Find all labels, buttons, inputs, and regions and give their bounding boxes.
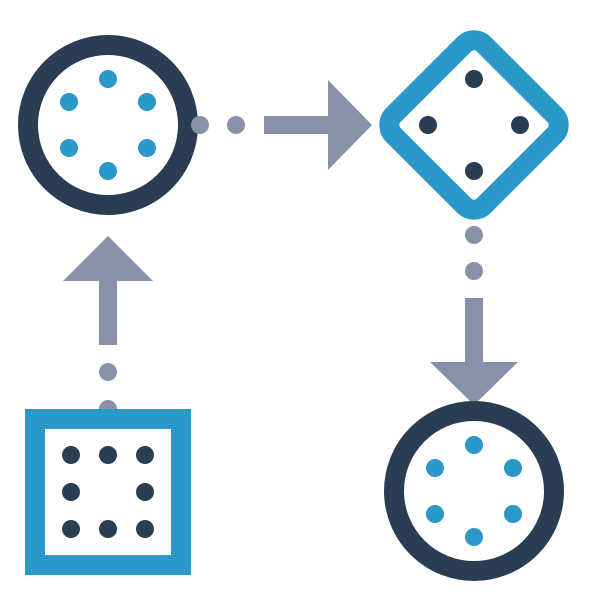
top-left-circle-outline bbox=[18, 35, 198, 215]
bottom-left-square-outline bbox=[25, 409, 191, 575]
connector-dot bbox=[465, 262, 483, 280]
dot bbox=[99, 70, 117, 88]
dot bbox=[136, 520, 154, 538]
bottom-right-circle-dots bbox=[426, 436, 522, 546]
connector-dot bbox=[465, 226, 483, 244]
dot bbox=[60, 139, 78, 157]
dot bbox=[511, 116, 529, 134]
connector-diamond-to-circle bbox=[430, 226, 518, 405]
dot bbox=[465, 436, 483, 454]
dot bbox=[138, 93, 156, 111]
dot bbox=[99, 520, 117, 538]
arrow-up-icon bbox=[63, 236, 153, 345]
dot bbox=[465, 70, 483, 88]
top-right-diamond-node bbox=[379, 30, 569, 220]
top-left-circle-dots bbox=[60, 70, 156, 180]
dot bbox=[62, 446, 80, 464]
connector-square-to-circle bbox=[63, 236, 153, 418]
dot bbox=[426, 505, 444, 523]
dot bbox=[465, 528, 483, 546]
dot bbox=[419, 116, 437, 134]
dot bbox=[504, 505, 522, 523]
arrow-down-icon bbox=[430, 298, 518, 405]
arrow-right-icon bbox=[264, 80, 372, 170]
connector-circle-to-diamond bbox=[191, 80, 372, 170]
connector-dot bbox=[227, 116, 245, 134]
dot bbox=[62, 520, 80, 538]
dot bbox=[60, 93, 78, 111]
dot bbox=[99, 162, 117, 180]
connector-dot bbox=[99, 363, 117, 381]
dot bbox=[136, 446, 154, 464]
top-right-diamond-dots bbox=[419, 70, 529, 180]
top-left-circle-node bbox=[18, 35, 198, 215]
bottom-left-square-dots bbox=[62, 446, 154, 538]
dot bbox=[426, 459, 444, 477]
bottom-right-circle-node bbox=[384, 401, 564, 581]
dot bbox=[136, 483, 154, 501]
dot bbox=[465, 162, 483, 180]
connector-dot bbox=[191, 116, 209, 134]
bottom-right-circle-outline bbox=[384, 401, 564, 581]
top-right-diamond-outline bbox=[379, 30, 569, 220]
dot bbox=[62, 483, 80, 501]
dot bbox=[99, 446, 117, 464]
dot bbox=[138, 139, 156, 157]
bottom-left-square-node bbox=[25, 409, 191, 575]
dot bbox=[504, 459, 522, 477]
